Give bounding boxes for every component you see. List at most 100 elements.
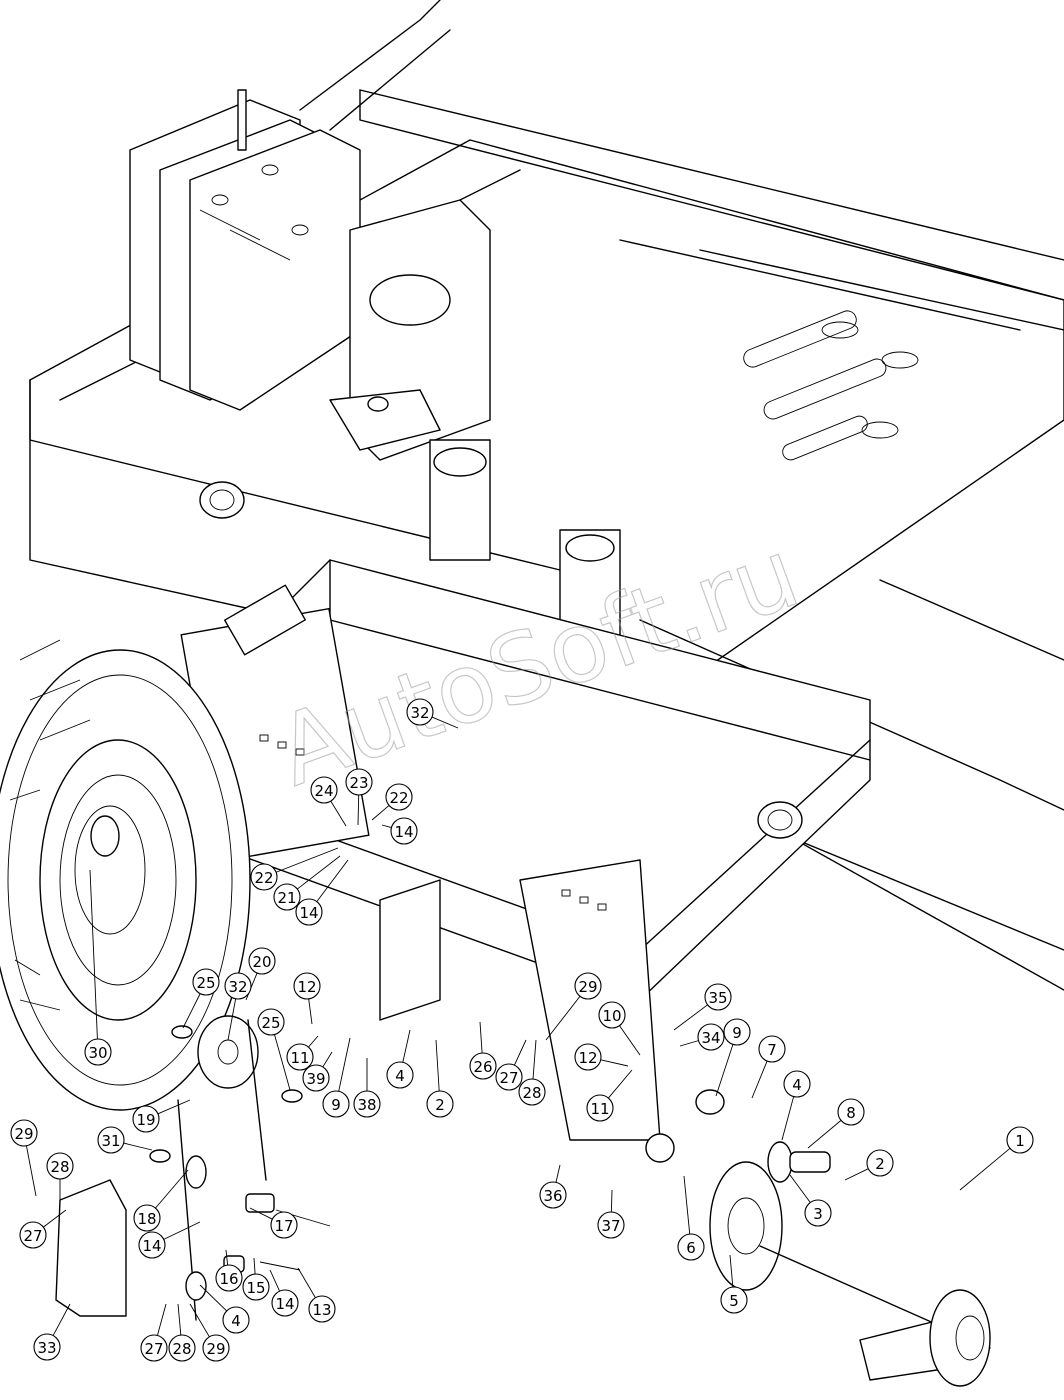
callout-leader [545, 995, 581, 1041]
callout-number: 32 [410, 704, 429, 722]
callout-circle [248, 947, 276, 975]
callout-number: 27 [23, 1227, 42, 1245]
callout-leader [297, 855, 341, 890]
callout-leader [555, 1164, 561, 1183]
callout-circle [385, 783, 413, 811]
callout-37: 37 [597, 1189, 625, 1239]
callout-10: 10 [598, 1001, 641, 1056]
callout-number: 35 [708, 989, 727, 1007]
callout-number: 21 [277, 889, 296, 907]
callout-circle [574, 972, 602, 1000]
callout-circle [46, 1152, 74, 1180]
callout-26: 26 [469, 1021, 497, 1080]
callout-14: 14 [269, 1269, 299, 1317]
callout-number: 26 [473, 1058, 492, 1076]
callout-29: 29 [10, 1119, 38, 1197]
callout-leader [89, 869, 98, 1040]
callout-leader [297, 1267, 316, 1299]
callout-circle [192, 968, 220, 996]
callout-3: 3 [789, 1174, 832, 1227]
callout-15: 15 [242, 1257, 270, 1301]
callout-leader [338, 1037, 351, 1092]
callout-leader [253, 1257, 256, 1275]
callout-14: 14 [381, 817, 418, 845]
callout-28: 28 [168, 1303, 196, 1362]
callout-circle [138, 1231, 166, 1259]
callout-34: 34 [679, 1023, 725, 1051]
callout-circle [270, 1211, 298, 1239]
callout-leader [274, 1034, 291, 1091]
callout-circle [19, 1221, 47, 1249]
callout-25: 25 [182, 968, 220, 1029]
callout-circle [132, 1105, 160, 1133]
callout-17: 17 [249, 1207, 298, 1239]
callout-circle [426, 1090, 454, 1118]
callout-14: 14 [138, 1221, 201, 1259]
callout-leader [514, 1039, 527, 1066]
callout-circle [586, 1094, 614, 1122]
callout-circle [837, 1098, 865, 1126]
callout-35: 35 [673, 983, 732, 1031]
callout-circle [353, 1090, 381, 1118]
callout-number: 14 [299, 904, 318, 922]
callout-circle [273, 883, 301, 911]
callout-number: 29 [206, 1340, 225, 1358]
callout-29: 29 [189, 1303, 230, 1362]
callout-number: 3 [813, 1205, 823, 1223]
callout-circle [697, 1023, 725, 1051]
callout-circle [302, 1064, 330, 1092]
callout-number: 28 [50, 1158, 69, 1176]
callout-number: 28 [522, 1084, 541, 1102]
callout-leader [729, 1254, 734, 1288]
callout-leader [781, 1096, 795, 1141]
callout-1: 1 [959, 1126, 1034, 1191]
callout-36: 36 [539, 1164, 567, 1209]
callout-circle [242, 1273, 270, 1301]
callout-leader [479, 1021, 483, 1054]
callout-number: 19 [136, 1111, 155, 1129]
callout-number: 9 [732, 1024, 742, 1042]
callout-number: 33 [37, 1339, 56, 1357]
callout-leader [600, 1059, 629, 1067]
callout-circle [322, 1090, 350, 1118]
callout-number: 39 [306, 1070, 325, 1088]
callout-circle [804, 1199, 832, 1227]
callout-number: 11 [290, 1049, 309, 1067]
callout-2: 2 [426, 1039, 454, 1118]
callout-circle [345, 768, 373, 796]
callout-4: 4 [386, 1029, 414, 1089]
callout-29: 29 [545, 972, 602, 1041]
callout-leader [959, 1147, 1011, 1191]
callout-8: 8 [807, 1098, 865, 1149]
callout-number: 17 [274, 1217, 293, 1235]
callout-32: 32 [224, 972, 252, 1041]
callout-25: 25 [257, 1008, 291, 1091]
callout-circle [286, 1043, 314, 1071]
callout-circle [33, 1333, 61, 1361]
callout-circle [406, 698, 434, 726]
axle-assembly-right [645, 1089, 991, 1387]
callout-leader [619, 1025, 641, 1056]
callout-circle [518, 1078, 546, 1106]
callout-number: 20 [252, 953, 271, 971]
callout-16: 16 [215, 1249, 243, 1292]
callout-number: 16 [219, 1270, 238, 1288]
callout-circle [97, 1126, 125, 1154]
callout-leader [227, 998, 237, 1041]
callout-leader [199, 1284, 227, 1312]
callout-leader [435, 1039, 440, 1092]
callout-number: 25 [196, 974, 215, 992]
callout-13: 13 [297, 1267, 336, 1323]
callout-leader [308, 1035, 319, 1048]
callout-leader [789, 1174, 811, 1203]
callout-leader [673, 1004, 708, 1031]
callout-circle [723, 1018, 751, 1046]
callout-circle [257, 1008, 285, 1036]
callout-28: 28 [46, 1152, 74, 1202]
callout-5: 5 [720, 1254, 748, 1314]
callout-number: 15 [246, 1279, 265, 1297]
callout-number: 27 [499, 1069, 518, 1087]
callout-number: 14 [275, 1295, 294, 1313]
callout-number: 9 [331, 1096, 341, 1114]
